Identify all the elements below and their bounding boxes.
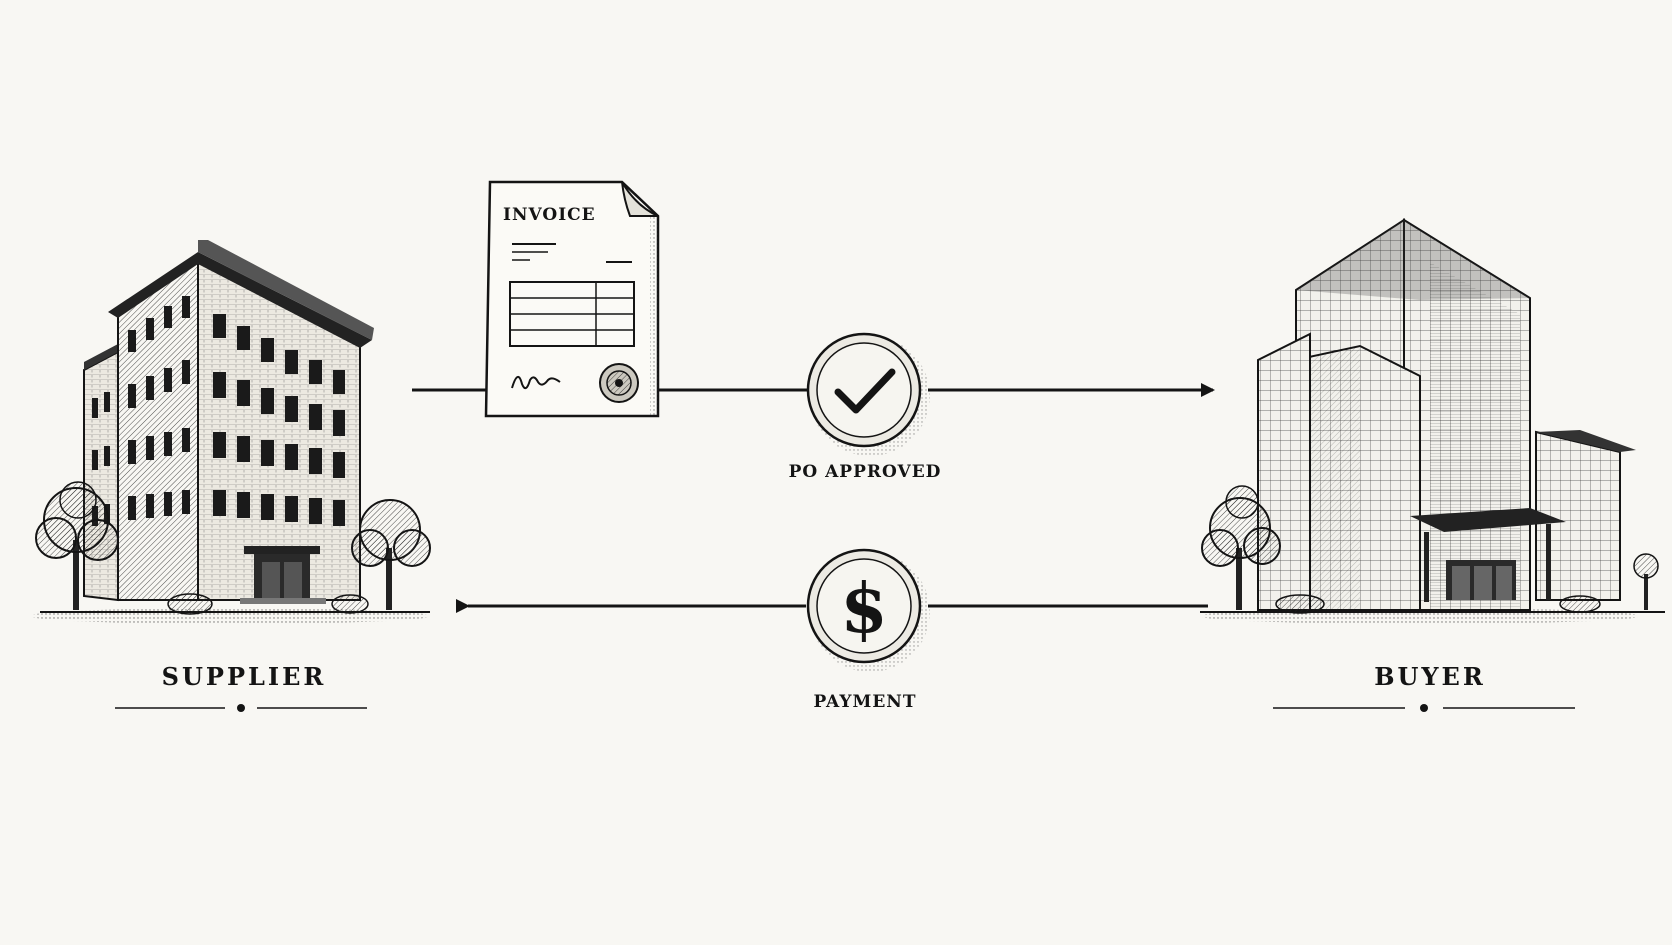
buyer-label: BUYER (1280, 662, 1580, 691)
po-approved-label: PO APPROVED (735, 462, 995, 482)
dollar-coin-icon: $ (808, 550, 930, 672)
invoice-document-title: INVOICE (503, 205, 596, 225)
payment-label: PAYMENT (735, 692, 995, 712)
buyer-building-icon (1200, 220, 1665, 624)
supplier-label: SUPPLIER (94, 662, 394, 691)
checkmark-icon (808, 334, 930, 456)
supplier-label-divider (115, 704, 367, 712)
supplier-building-icon (30, 240, 430, 624)
svg-text:$: $ (840, 569, 887, 649)
buyer-label-divider (1273, 704, 1575, 712)
